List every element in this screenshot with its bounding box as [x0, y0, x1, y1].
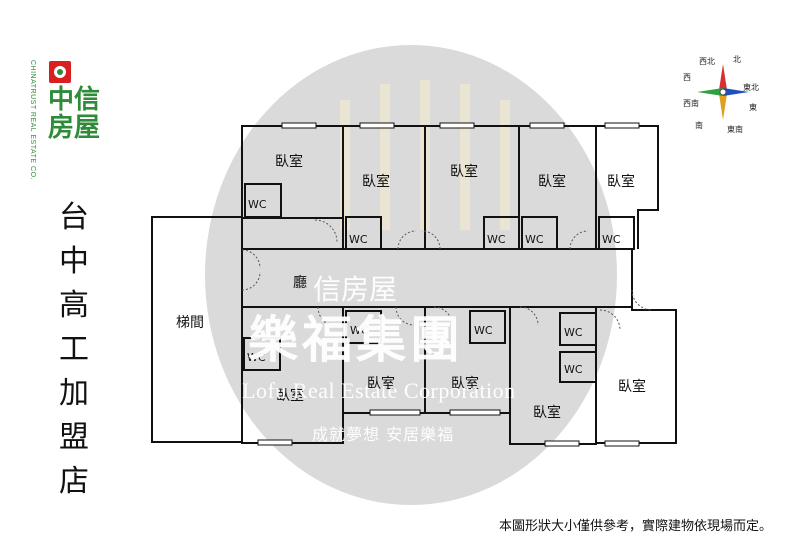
- brand-name-line1: 中信: [48, 85, 101, 115]
- compass-label-sw: 西南: [683, 98, 699, 108]
- room-label-bedroom-9: 臥室: [533, 404, 561, 421]
- store-title-char: 中: [59, 244, 89, 279]
- wc-label: WC: [564, 326, 583, 339]
- wc-label: WC: [350, 324, 369, 337]
- compass-label-e: 東: [749, 102, 757, 112]
- room-label-bedroom-2: 臥室: [362, 173, 390, 190]
- compass-label-s: 南: [695, 120, 703, 130]
- room-label-hall: 廳: [293, 274, 307, 291]
- room-label-bedroom-5: 臥室: [607, 173, 635, 190]
- store-title-char: 高: [59, 288, 89, 323]
- room-label-bedroom-1: 臥室: [275, 153, 303, 170]
- room-label-stairs: 梯間: [176, 315, 204, 331]
- brand-name-line2: 房屋: [48, 113, 101, 143]
- wc-label: WC: [247, 351, 266, 364]
- wc-label: WC: [525, 233, 544, 246]
- wc-label: WC: [487, 233, 506, 246]
- watermark-sub-text: 信房屋: [313, 273, 398, 306]
- watermark-main-text: 樂福集團: [248, 310, 464, 369]
- room-label-bedroom-10: 臥室: [618, 378, 646, 395]
- store-title-char: 店: [59, 464, 89, 499]
- store-title-char: 加: [59, 376, 89, 411]
- compass-label-n: 北: [733, 55, 741, 64]
- wc-label: WC: [349, 233, 368, 246]
- store-title-text: 台中高工加盟店: [46, 196, 102, 504]
- compass-label-se: 東南: [727, 124, 743, 134]
- wc-label: WC: [248, 198, 267, 211]
- room-label-bedroom-4: 臥室: [538, 173, 566, 190]
- store-title: 台中高工加盟店: [46, 196, 102, 504]
- watermark-english-text: Lofu Real Estate Corporation: [242, 378, 516, 403]
- watermark-slogan: 成就夢想 安居樂福: [312, 425, 455, 444]
- room-label-bedroom-3: 臥室: [450, 163, 478, 180]
- compass-label-nw: 西北: [699, 57, 715, 66]
- brand-logo-icon: [49, 61, 71, 83]
- disclaimer-text: 本圖形狀大小僅供參考，實際建物依現場而定。: [498, 519, 772, 534]
- room-label-bedroom-7: 臥室: [367, 375, 395, 392]
- wc-label: WC: [474, 324, 493, 337]
- store-title-char: 工: [59, 332, 89, 367]
- compass-label-ne: 東北: [743, 82, 759, 92]
- store-title-char: 盟: [59, 420, 89, 455]
- room-label-bedroom-8: 臥室: [451, 375, 479, 392]
- room-label-bedroom-6: 臥室: [276, 387, 304, 404]
- store-title-char: 台: [59, 200, 89, 235]
- brand-name: 中信 房屋: [48, 86, 118, 142]
- wc-label: WC: [602, 233, 621, 246]
- wc-label: WC: [564, 363, 583, 376]
- watermark-circle: [205, 45, 617, 505]
- brand-english-vertical: CHINATRUST REAL ESTATE CO.: [29, 60, 36, 180]
- compass-rose-icon: 西北 北 東北 西 東 西南 南 東南: [683, 55, 759, 134]
- compass-label-w: 西: [683, 73, 691, 82]
